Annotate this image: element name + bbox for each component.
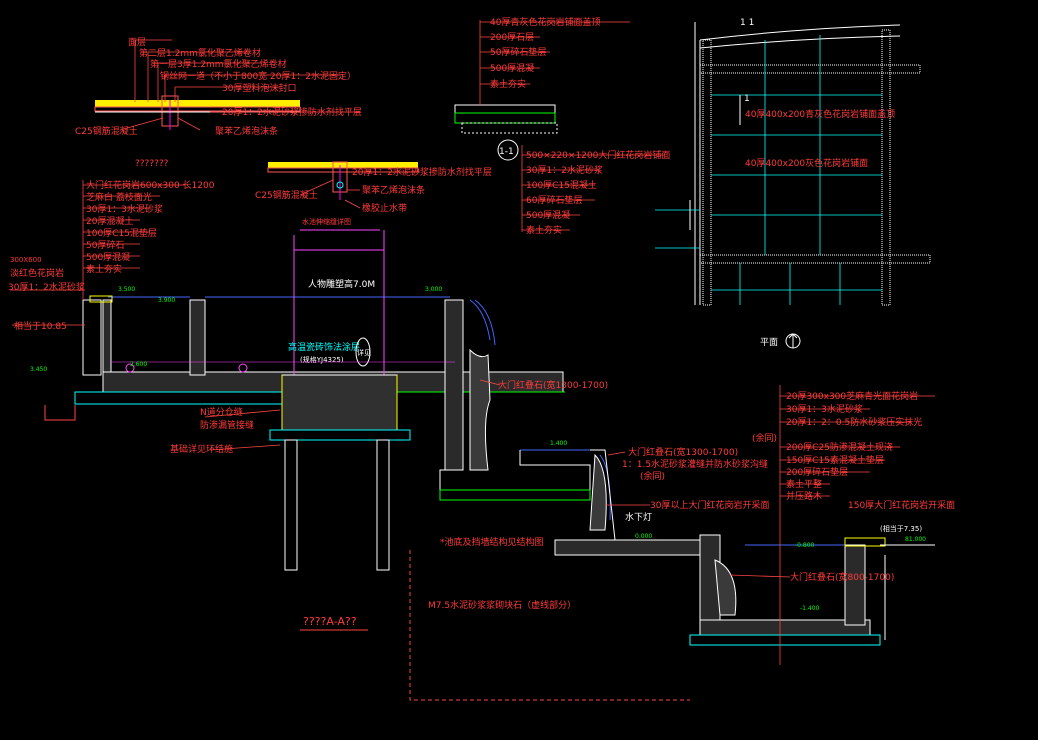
label-left-mortar: 30厚1：3水泥砂浆: [86, 203, 163, 215]
label-right-same: (余同): [752, 432, 777, 444]
label-seal: 30厚塑料泡沫封口: [222, 82, 296, 94]
note-foundation: 基础详见环结施: [170, 443, 233, 455]
elev-0000: 0.000: [635, 533, 652, 540]
nozzle-icon: [238, 363, 248, 373]
label-left-c15: 100厚C15混垫层: [86, 227, 157, 239]
label-right-c25: 200厚C25防渗混凝土现浇: [786, 441, 893, 453]
label-left-mortar2: 30厚1：2水泥砂浆: [8, 281, 85, 293]
elev-right: 81.000: [905, 536, 926, 543]
label-statue: 人物雕塑高7.0M: [308, 278, 375, 290]
note-leak: 防渗漏管接缝: [200, 419, 254, 431]
section-title: ????A-A??: [303, 615, 357, 628]
label-11-paving: 500×220×1200大门红花岗岩铺面: [526, 149, 670, 161]
plan-caption: 平面: [760, 337, 778, 348]
label-right-waterproof: 20厚1：2：0.5防水砂浆压实抹光: [786, 416, 922, 428]
label-coping-concrete: 500厚混凝: [490, 63, 534, 74]
marker-pillar: 详见: [357, 348, 371, 357]
label-layer1: 第一层3厚1.2mm氯化聚乙烯卷材: [150, 58, 287, 70]
label-11-concrete: 100厚C15混凝土: [526, 179, 597, 191]
label-plan-coping: 40厚400x200青灰色花岗岩铺面盖顶: [745, 108, 895, 120]
label-right-mortar: 30厚1：3水泥砂浆: [786, 403, 863, 415]
label-concrete: C25钢筋混凝土: [75, 125, 138, 137]
label-left-pink: 淡红色花岗岩: [10, 267, 64, 279]
note-masonry: M7.5水泥砂浆浆砌块石（虚线部分）: [428, 599, 576, 611]
label-ej-screed: 20厚1：2水泥砂浆掺防水剂找平层: [352, 166, 492, 178]
elev-2600: 2.600: [130, 361, 147, 368]
note-same-1: (余同): [640, 470, 665, 482]
label-surface: 面层: [128, 37, 146, 48]
label-ej-concrete: C25钢筋混凝土: [255, 189, 318, 201]
note-quarry-150: 150厚大门红花岗岩开采面: [848, 499, 955, 511]
plan-title: 1 1: [740, 18, 754, 28]
label-left-gravel: 50厚碎石: [86, 239, 124, 251]
label-mesh: 钢丝网一道（不小于800宽 20厚1：2水泥固定）: [160, 70, 356, 82]
label-statue-base: 高温瓷砖饰法涂层: [288, 341, 360, 353]
label-left-concrete: 20厚混凝土: [86, 215, 133, 227]
label-coping-soil: 素土夯实: [490, 78, 526, 90]
note-grout: 1：1.5水泥砂浆灌缝并防水砂浆沟缝: [622, 458, 768, 470]
label-11-gravel: 60厚碎石垫层: [526, 194, 582, 206]
north-arrow-icon: [788, 333, 798, 348]
nozzle-icon: [125, 363, 135, 373]
label-layer2: 第二层1.2mm氯化聚乙烯卷材: [139, 47, 261, 59]
caption-expansion-joint: 水池伸缩缝详图: [302, 217, 351, 226]
marker-1-1: 1-1: [499, 147, 514, 157]
label-right-compact: 并压路木: [786, 490, 822, 502]
note-underwater-light: 水下灯: [625, 511, 652, 523]
main-section: 人物雕塑高7.0M 高温瓷砖饰法涂层 (规格YJ4325) 详见: [8, 179, 955, 701]
label-left-finish: 芝麻白 荔枝面光: [86, 191, 152, 203]
label-plan-paving: 40厚400x200灰色花岗岩铺面: [745, 157, 868, 169]
plan-marker: 1: [744, 94, 750, 104]
section-1-1: 1-1 500×220×1200大门红花岗岩铺面 30厚1：2水泥砂浆 100厚…: [497, 139, 670, 236]
label-11-mortar: 30厚1：2水泥砂浆: [526, 164, 603, 176]
elev-minus-0800: -0.800: [795, 542, 815, 549]
label-coping-stone-layer: 200厚石层: [490, 32, 534, 43]
detail-coping: 40厚青灰色花岗岩铺面盖顶 200厚石层 50厚碎石垫层 500厚混凝 素土夯实: [454, 16, 630, 134]
label-ej-waterstop: 橡胶止水带: [362, 202, 407, 214]
detail-waterproof-joint: 面层 第二层1.2mm氯化聚乙烯卷材 第一层3厚1.2mm氯化聚乙烯卷材 钢丝网…: [75, 37, 362, 137]
plan-view: 1 1 1 40厚400x200青灰色花岗岩铺面盖顶 40厚400x200灰色花…: [655, 18, 931, 349]
label-right-granite: 20厚300x300芝麻青光面花岗岩: [786, 390, 918, 402]
note-rock-3: 大门红叠石(宽800-1700): [790, 571, 894, 583]
elev-minus-1400: -1.400: [800, 605, 820, 612]
elev-3500: 3.500: [118, 286, 135, 293]
label-right-gravel: 200厚碎石垫层: [786, 466, 848, 478]
note-rock-2: 大门红叠石(宽1300-1700): [628, 446, 738, 458]
elev-1400: 1.400: [550, 440, 567, 447]
label-right-soil: 素土平整: [786, 478, 822, 490]
label-ej-foam: 聚苯乙烯泡沫条: [362, 184, 425, 196]
label-left-stone: 大门红花岗岩600x300 长1200: [86, 179, 215, 191]
label-coping-stone: 40厚青灰色花岗岩铺面盖顶: [490, 16, 600, 28]
label-left-base: 500厚混凝: [86, 252, 130, 263]
note-structure: *池底及挡墙结构见结构图: [440, 536, 544, 548]
elev-3000: 3.000: [425, 286, 442, 293]
label-statue-base-sub: (规格YJ4325): [300, 355, 344, 364]
note-rock-1: 大门红叠石(宽1300-1700): [498, 379, 608, 391]
label-left-equiv: 相当于10.85: [14, 320, 67, 332]
note-quarry-face: 30厚以上大门红花岗岩开采面: [650, 499, 769, 511]
label-left-size: 300X600: [10, 256, 42, 264]
label-11-soil: 素土夯实: [526, 224, 562, 236]
elev-3450: 3.450: [30, 366, 47, 373]
label-right-tag: (相当于7.35): [880, 524, 922, 533]
elev-3900: 3.900: [158, 297, 175, 304]
caption-joint: ???????: [135, 159, 169, 169]
label-screed: 20厚1：2水泥砂浆掺防水剂找平层: [222, 106, 362, 118]
detail-expansion-joint: 20厚1：2水泥砂浆掺防水剂找平层 C25钢筋混凝土 聚苯乙烯泡沫条 橡胶止水带…: [255, 161, 492, 226]
label-left-soil: 素土夯实: [86, 263, 122, 275]
label-11-base: 500厚混凝: [526, 210, 570, 221]
label-foam: 聚苯乙烯泡沫条: [215, 125, 278, 137]
label-right-c15: 150厚C15素混凝土垫层: [786, 454, 884, 466]
label-coping-gravel: 50厚碎石垫层: [490, 46, 546, 58]
note-partition: N道分仓缝: [200, 406, 243, 418]
